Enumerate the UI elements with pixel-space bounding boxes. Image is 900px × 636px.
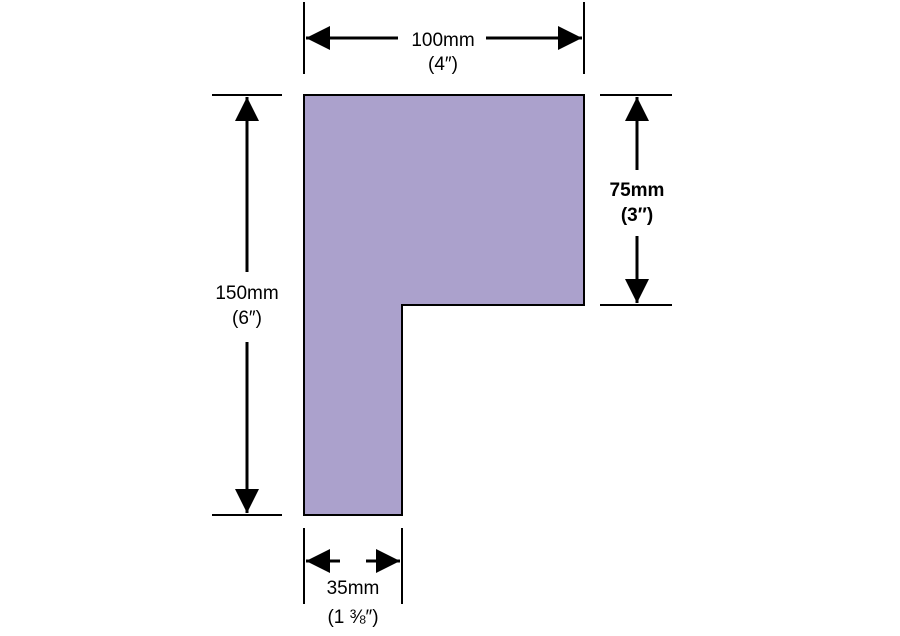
- left-height-dimension: 150mm (6″): [212, 94, 282, 516]
- left-height-metric-label: 150mm: [215, 283, 278, 304]
- bottom-width-metric-label: 35mm: [327, 578, 380, 599]
- right-height-imperial-label: (3″): [621, 205, 653, 226]
- l-shape-profile: [303, 94, 585, 516]
- bottom-width-dimension: 35mm (1 ⅜″): [303, 528, 403, 628]
- top-width-dimension: 100mm (4″): [303, 2, 585, 75]
- bottom-width-imperial-label: (1 ⅜″): [327, 607, 378, 628]
- right-height-dimension: 75mm (3″): [600, 94, 672, 306]
- right-height-metric-label: 75mm: [610, 180, 665, 201]
- top-width-metric-label: 100mm: [411, 30, 474, 51]
- left-height-imperial-label: (6″): [232, 308, 262, 329]
- top-width-imperial-label: (4″): [428, 54, 458, 75]
